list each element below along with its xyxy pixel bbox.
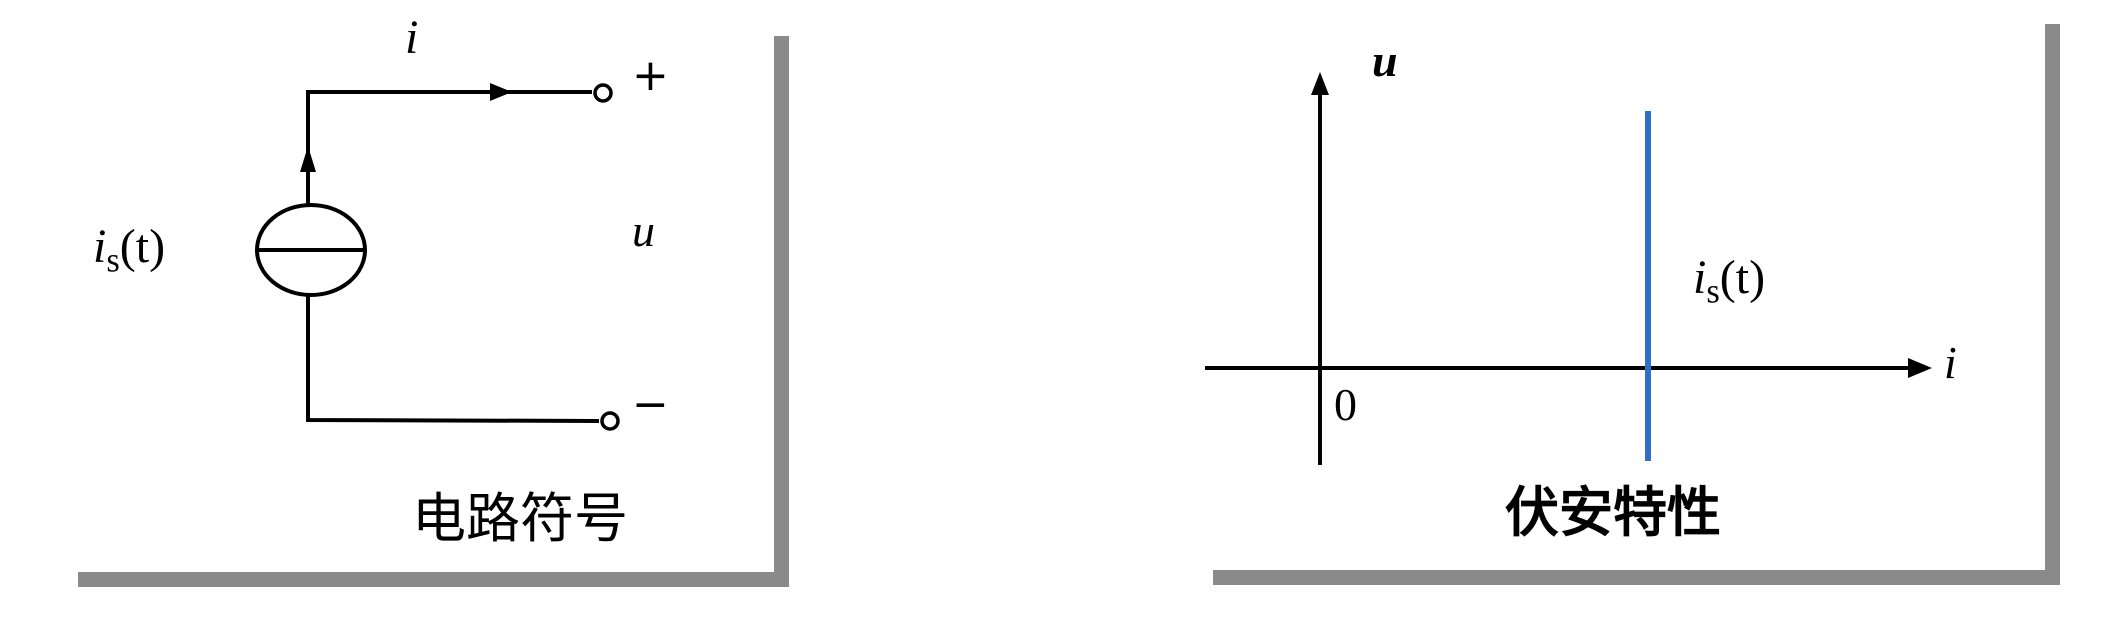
u-axis-label: u (1372, 35, 1398, 86)
plus-terminal-icon (593, 83, 613, 103)
source-label-main: i (93, 220, 107, 273)
right-panel-shadow-bottom (1213, 570, 2060, 585)
right-caption: 伏安特性 (1505, 481, 1721, 544)
top-wire (306, 90, 592, 205)
minus-terminal-icon (600, 411, 620, 431)
source-arrow-icon (300, 146, 316, 172)
vi-characteristic-plot (1205, 72, 1932, 465)
vi-line-label-arg: (t) (1719, 251, 1766, 304)
i-axis-label: i (1944, 337, 1957, 388)
right-panel-shadow-right (2045, 24, 2060, 584)
left-panel-shadow-right (774, 36, 789, 586)
vi-line-label-sub: s (1706, 272, 1720, 311)
origin-label: 0 (1334, 379, 1357, 430)
right-panel-frame (1213, 24, 2060, 585)
left-panel-frame (78, 36, 789, 587)
source-label-arg: (t) (119, 220, 166, 273)
current-label: i (405, 11, 419, 64)
minus-label: − (632, 379, 669, 430)
left-caption: 电路符号 (412, 487, 628, 550)
current-arrow-icon (490, 83, 512, 101)
vi-line-label-main: i (1693, 251, 1707, 304)
source-label: is(t) (93, 223, 165, 278)
plus-label: + (632, 50, 669, 101)
voltage-label: u (632, 205, 655, 256)
source-label-sub: s (106, 241, 120, 280)
bottom-wire (306, 296, 600, 423)
i-axis-arrow-icon (1908, 358, 1932, 378)
left-panel-shadow-bottom (78, 572, 789, 587)
u-axis-arrow-icon (1311, 72, 1329, 95)
circuit-symbol (255, 83, 620, 431)
vi-line-label: is(t) (1693, 254, 1765, 309)
